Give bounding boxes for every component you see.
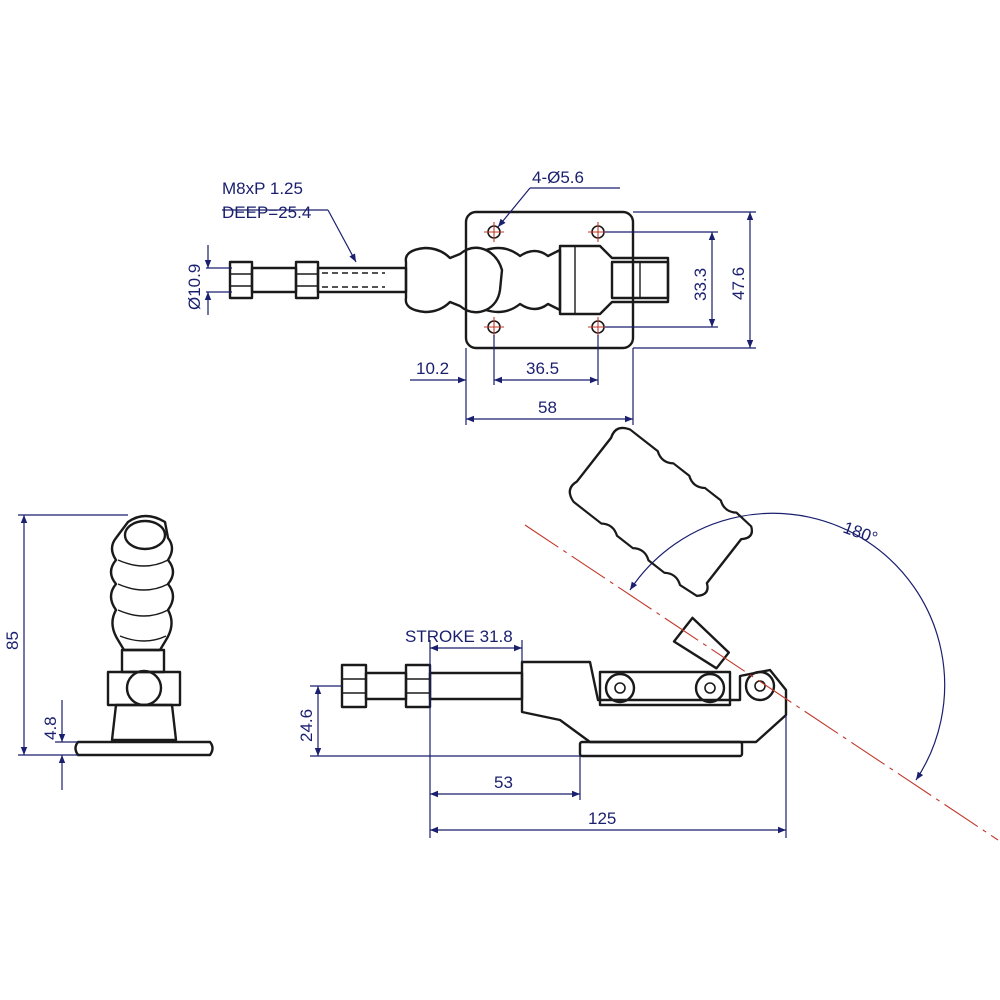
side-view: 180° STROKE 31.8: [297, 426, 999, 841]
hole-callout-label: 4-Ø5.6: [532, 168, 584, 187]
base-rail: [578, 740, 744, 758]
link-arm: [598, 670, 732, 707]
handle-side: [568, 426, 754, 670]
plunger-rod: [228, 260, 408, 300]
flange-thickness-label: 4.8: [41, 716, 60, 740]
overall-length-label: 125: [588, 809, 616, 828]
handle-grip: [109, 514, 175, 652]
mounting-holes: [484, 222, 608, 337]
top-view-dimensions: Ø10.9 M8xP 1.25 DEEP=25.4 4-Ø5.6 33.3 47…: [185, 168, 756, 425]
hole-spacing-vertical-label: 33.3: [691, 268, 710, 301]
plate-length-label: 58: [538, 398, 557, 417]
end-view: 85 4.8: [3, 514, 214, 790]
rod-diameter-label: Ø10.9: [185, 264, 204, 310]
swing-angle-label: 180°: [841, 518, 881, 548]
hole-spacing-horizontal-label: 36.5: [526, 359, 559, 378]
base-plate: [464, 210, 635, 350]
plate-width-label: 47.6: [729, 267, 748, 300]
rod-extension-label: 53: [494, 773, 513, 792]
thread-depth-label: DEEP=25.4: [222, 203, 311, 222]
overall-height-label: 85: [3, 631, 22, 650]
stroke-label: STROKE 31.8: [405, 627, 513, 646]
plunger-rod-side: [340, 663, 524, 709]
hex-nut: [340, 663, 368, 709]
hex-nut: [404, 663, 432, 709]
thread-spec-label: M8xP 1.25: [222, 179, 303, 198]
swing-arc: [629, 512, 946, 781]
end-base-flange: [74, 740, 214, 757]
pivot-hub: [125, 669, 163, 707]
hex-nut: [294, 260, 320, 300]
hex-nut: [228, 260, 254, 300]
handle-centerline: [524, 524, 999, 841]
edge-offset-label: 10.2: [416, 359, 449, 378]
top-view: Ø10.9 M8xP 1.25 DEEP=25.4 4-Ø5.6 33.3 47…: [185, 168, 756, 425]
handle-top: [404, 244, 670, 316]
rod-height-label: 24.6: [297, 709, 316, 742]
clamp-body: [520, 660, 788, 744]
